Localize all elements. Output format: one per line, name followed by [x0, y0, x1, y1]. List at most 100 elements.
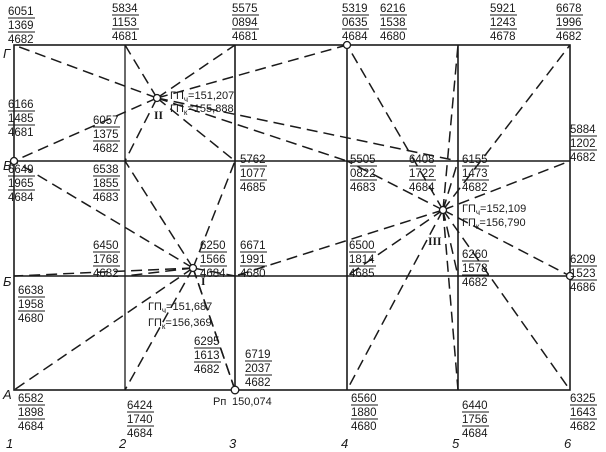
elevation-bot: 4680: [18, 313, 44, 325]
row-label-a: А: [2, 387, 12, 402]
station-iii-gp-ch: ГПч=152,109: [462, 203, 526, 217]
col-label-3: 3: [229, 436, 237, 451]
elevation-top: 6671: [240, 240, 266, 252]
elevation-bot: 4681: [232, 31, 258, 43]
elevation-mid: 1880: [351, 407, 377, 419]
row-label-b: Б: [3, 274, 12, 289]
elevation-top: 5505: [350, 154, 376, 166]
sight-line: [156, 44, 348, 99]
elevation-bot: 4682: [93, 143, 119, 155]
sight-line: [442, 209, 459, 277]
elevation-mid: 0894: [232, 17, 258, 29]
elevation-mid: 1898: [18, 407, 44, 419]
benchmark-label: Рп 150,074: [213, 396, 272, 408]
elevation-bot: 4682: [245, 377, 271, 389]
elevation-bot: 4684: [127, 428, 153, 440]
sight-line: [192, 267, 236, 277]
elevation-top: 6440: [462, 400, 488, 412]
station-ii-label: II ГПч=151,207 ГПк=155,888: [154, 90, 234, 122]
elevation-top: 6408: [409, 154, 435, 166]
elevation-top: 6260: [462, 249, 488, 261]
elevation-mid: 1965: [8, 178, 34, 190]
sight-line: [346, 44, 444, 211]
sight-line: [234, 209, 444, 277]
elevation-mid: 1523: [570, 268, 596, 280]
col-label-6: 6: [564, 436, 572, 451]
sight-line: [442, 209, 459, 391]
elevation-top: 6582: [18, 393, 44, 405]
elevation-mid: 1578: [462, 263, 488, 275]
elevation-mid: 0635: [342, 17, 368, 29]
station-iii-gp-k: ГПк=156,790: [462, 217, 526, 231]
elevation-stack: 5319 0635 4684: [342, 3, 369, 43]
elevation-top: 6051: [8, 6, 34, 18]
elevation-top: 6560: [351, 393, 377, 405]
sight-line: [192, 160, 236, 269]
station-i-gp-k: ГПк=156,369: [148, 317, 212, 331]
elevation-mid: 1566: [200, 254, 226, 266]
station-marker-ii: [152, 93, 162, 103]
point-marker: [342, 40, 352, 50]
elevation-mid: 1855: [93, 178, 119, 190]
elevation-mid: 1538: [380, 17, 406, 29]
sight-line: [442, 160, 459, 211]
benchmark-marker: [230, 385, 240, 395]
sight-line: [124, 267, 194, 277]
elevation-mid: 1375: [93, 129, 119, 141]
col-label-2: 2: [118, 436, 127, 451]
elevation-stacks: 6051136946825834115346815575089446815319…: [8, 3, 597, 440]
sight-line: [442, 44, 571, 211]
elevation-mid: 1740: [127, 414, 153, 426]
elevation-top: 6500: [349, 240, 375, 252]
elevation-top: 6649: [8, 164, 34, 176]
elevation-top: 6719: [245, 349, 271, 361]
elevation-mid: 1756: [462, 414, 488, 426]
elevation-bot: 4680: [240, 268, 266, 280]
elevation-bot: 4684: [342, 31, 368, 43]
elevation-mid: 1473: [462, 168, 488, 180]
elevation-top: 5921: [490, 3, 516, 15]
sight-line: [442, 160, 571, 211]
elevation-bot: 4681: [8, 127, 34, 139]
elevation-mid: 0822: [350, 168, 376, 180]
elevation-bot: 4682: [462, 277, 488, 289]
elevation-mid: 1643: [570, 407, 596, 419]
station-ii-gp-ch: ГПч=151,207: [170, 90, 234, 104]
elevation-stack: 5575 0894 4681: [232, 3, 259, 43]
axis-labels: Г В Б А 1 2 3 4 5 6: [2, 46, 572, 451]
elevation-top: 5575: [232, 3, 258, 15]
row-label-g: Г: [3, 46, 11, 61]
elevation-top: 5319: [342, 3, 368, 15]
elevation-mid: 1958: [18, 299, 44, 311]
grid-lines: [13, 44, 571, 391]
benchmark-value: 150,074: [232, 396, 272, 408]
station-i-gp-ch: ГПч=151,687: [148, 301, 212, 315]
elevation-stack: 6440 1756 4684: [462, 400, 489, 440]
elevation-bot: 4683: [93, 192, 119, 204]
sight-lines: [13, 44, 571, 391]
elevation-bot: 4684: [462, 428, 488, 440]
elevation-mid: 1485: [8, 113, 34, 125]
sight-line: [124, 160, 194, 269]
sight-line: [346, 160, 444, 211]
elevation-top: 6209: [570, 254, 596, 266]
sight-line: [442, 209, 571, 277]
station-marker-iii: [438, 205, 448, 215]
elevation-mid: 1996: [556, 17, 582, 29]
sight-line: [13, 267, 194, 277]
elevation-top: 6538: [93, 164, 119, 176]
elevation-mid: 2037: [245, 363, 271, 375]
